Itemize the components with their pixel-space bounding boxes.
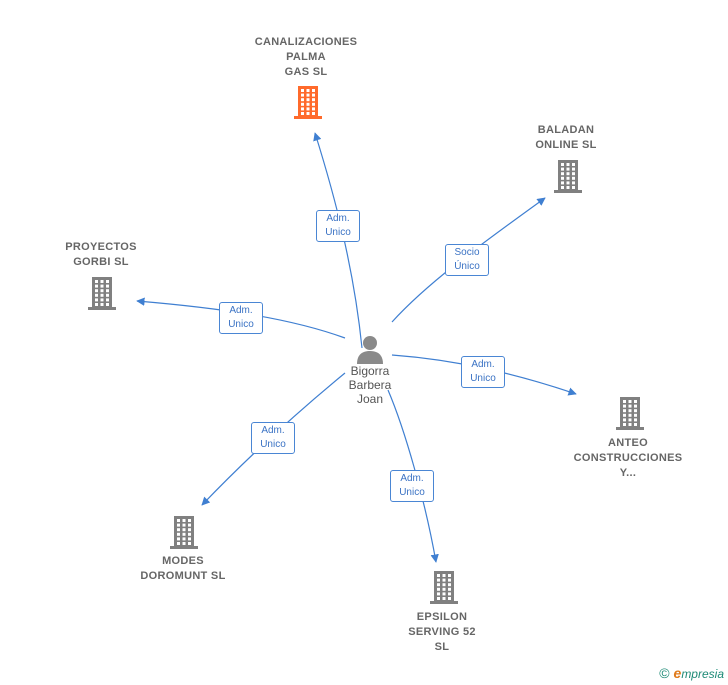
relation-label-line: Adm. [400,473,424,484]
company-label-line: GORBI SL [73,256,129,268]
edge-epsilon [387,389,439,563]
company-label-line: GAS SL [284,66,328,78]
company-label-line: SL [434,641,450,653]
relation-label-anteo[interactable]: Adm. Unico [461,356,505,388]
company-label-line: PROYECTOS [65,241,137,253]
relation-label-line: Adm. [229,305,253,316]
building-icon [170,516,198,549]
company-node-proyectos[interactable] [86,275,118,311]
relation-label-line: Único [454,261,480,272]
relation-label-canalizaciones[interactable]: Adm. Unico [316,210,360,242]
company-label-line: ONLINE SL [535,139,597,151]
relation-label-line: Adm. [261,425,285,436]
person-icon [357,336,383,364]
company-label-line: EPSILON [416,611,468,623]
relation-label-epsilon[interactable]: Adm. Unico [390,470,434,502]
person-name: Bigorra Barbera Joan [348,364,392,406]
company-label-line: MODES [162,555,204,567]
building-icon [294,86,322,119]
company-label-proyectos[interactable]: PROYECTOS GORBI SL [51,240,151,270]
relation-label-line: Adm. [326,213,350,224]
relation-label-line: Socio [454,247,480,258]
person-node[interactable]: Bigorra Barbera Joan [330,334,410,406]
company-label-anteo[interactable]: ANTEO CONSTRUCCIONES Y... [566,436,690,481]
company-label-modes[interactable]: MODES DOROMUNT SL [128,554,238,584]
company-label-baladan[interactable]: BALADAN ONLINE SL [516,123,616,153]
relation-label-modes[interactable]: Adm. Unico [251,422,295,454]
company-label-line: BALADAN [537,124,595,136]
relation-label-line: Unico [260,439,286,450]
relation-label-line: Unico [325,227,351,238]
company-node-canalizaciones[interactable] [292,84,324,120]
company-label-line: PALMA [286,51,326,63]
relation-label-line: Unico [228,319,254,330]
company-label-line: ANTEO [608,437,648,449]
company-node-anteo[interactable] [614,395,646,431]
company-node-modes[interactable] [168,514,200,550]
empresia-watermark[interactable]: ©empresia [659,665,724,681]
relation-label-line: Unico [399,487,425,498]
building-icon [554,160,582,193]
building-icon [430,571,458,604]
company-label-line: CONSTRUCCIONES [573,452,683,464]
company-label-line: SERVING 52 [408,626,476,638]
company-label-canalizaciones[interactable]: CANALIZACIONES PALMA GAS SL [246,35,366,80]
relation-label-line: Unico [470,373,496,384]
relation-label-proyectos[interactable]: Adm. Unico [219,302,263,334]
company-node-baladan[interactable] [552,158,584,194]
company-label-line: Y... [619,467,637,479]
company-label-line: DOROMUNT SL [140,570,226,582]
company-label-line: CANALIZACIONES [254,36,358,48]
building-icon [88,277,116,310]
company-node-epsilon[interactable] [428,569,460,605]
building-icon [616,397,644,430]
relation-label-line: Adm. [471,359,495,370]
company-label-epsilon[interactable]: EPSILON SERVING 52 SL [392,610,492,655]
